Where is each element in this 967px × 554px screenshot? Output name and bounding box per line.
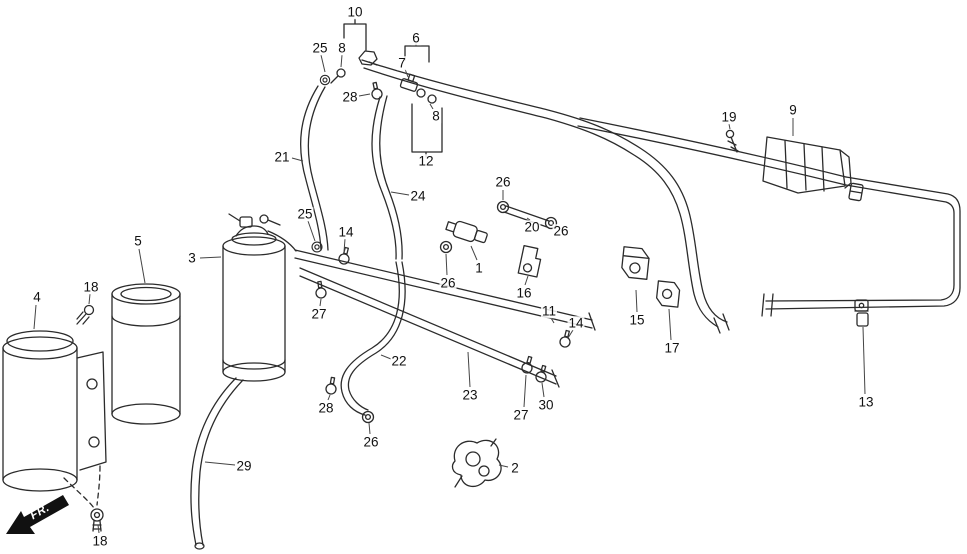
callout-26: 26 <box>494 174 512 190</box>
callout-8: 8 <box>337 40 347 56</box>
callout-8: 8 <box>431 108 441 124</box>
valve-1 <box>445 220 488 244</box>
bolt-18-lower <box>90 508 104 532</box>
callout-18: 18 <box>82 279 100 295</box>
callout-3: 3 <box>187 250 197 266</box>
callout-13: 13 <box>857 394 875 410</box>
callout-12: 12 <box>417 153 435 169</box>
clamp-13 <box>854 299 869 327</box>
bracket-17 <box>655 280 681 308</box>
callout-10: 10 <box>346 4 364 20</box>
bracket-15 <box>621 246 650 280</box>
callout-6: 6 <box>411 30 421 46</box>
bracket-9 <box>762 136 852 194</box>
callout-30: 30 <box>537 397 555 413</box>
callout-18: 18 <box>91 533 109 549</box>
hose-29 <box>190 377 244 550</box>
main-pipes <box>361 59 847 334</box>
callout-17: 17 <box>663 340 681 356</box>
callout-27: 27 <box>310 306 328 322</box>
callout-22: 22 <box>390 353 408 369</box>
callout-14: 14 <box>567 315 585 331</box>
callout-26: 26 <box>439 275 457 291</box>
callout-20: 20 <box>523 219 541 235</box>
bolt-18-upper <box>76 304 95 325</box>
callout-15: 15 <box>628 312 646 328</box>
canister-4 <box>2 330 107 509</box>
callout-11: 11 <box>540 303 558 319</box>
callout-14: 14 <box>337 224 355 240</box>
callout-28: 28 <box>317 400 335 416</box>
callout-29: 29 <box>235 458 253 474</box>
callout-21: 21 <box>273 149 291 165</box>
canister-5 <box>111 283 181 425</box>
callout-16: 16 <box>515 285 533 301</box>
callout-5: 5 <box>133 233 143 249</box>
screw-19-icon <box>725 129 739 153</box>
callout-28: 28 <box>341 89 359 105</box>
fr-arrow-icon <box>6 495 69 534</box>
callout-26: 26 <box>552 223 570 239</box>
callout-23: 23 <box>461 387 479 403</box>
callout-26: 26 <box>362 434 380 450</box>
pipe-loop <box>761 176 961 317</box>
bracket-16 <box>517 244 542 278</box>
hose-21 <box>299 85 329 251</box>
callout-1: 1 <box>474 260 484 276</box>
callout-27: 27 <box>512 407 530 423</box>
callout-25: 25 <box>296 206 314 222</box>
hose-22 <box>340 261 406 416</box>
callout-24: 24 <box>409 188 427 204</box>
valve-2 <box>451 438 502 488</box>
callout-7: 7 <box>397 55 407 71</box>
hose-24 <box>371 95 403 260</box>
callout-2: 2 <box>510 460 520 476</box>
callout-9: 9 <box>788 102 798 118</box>
callout-19: 19 <box>720 109 738 125</box>
callout-4: 4 <box>32 289 42 305</box>
callout-25: 25 <box>311 40 329 56</box>
canister-3 <box>222 213 297 382</box>
